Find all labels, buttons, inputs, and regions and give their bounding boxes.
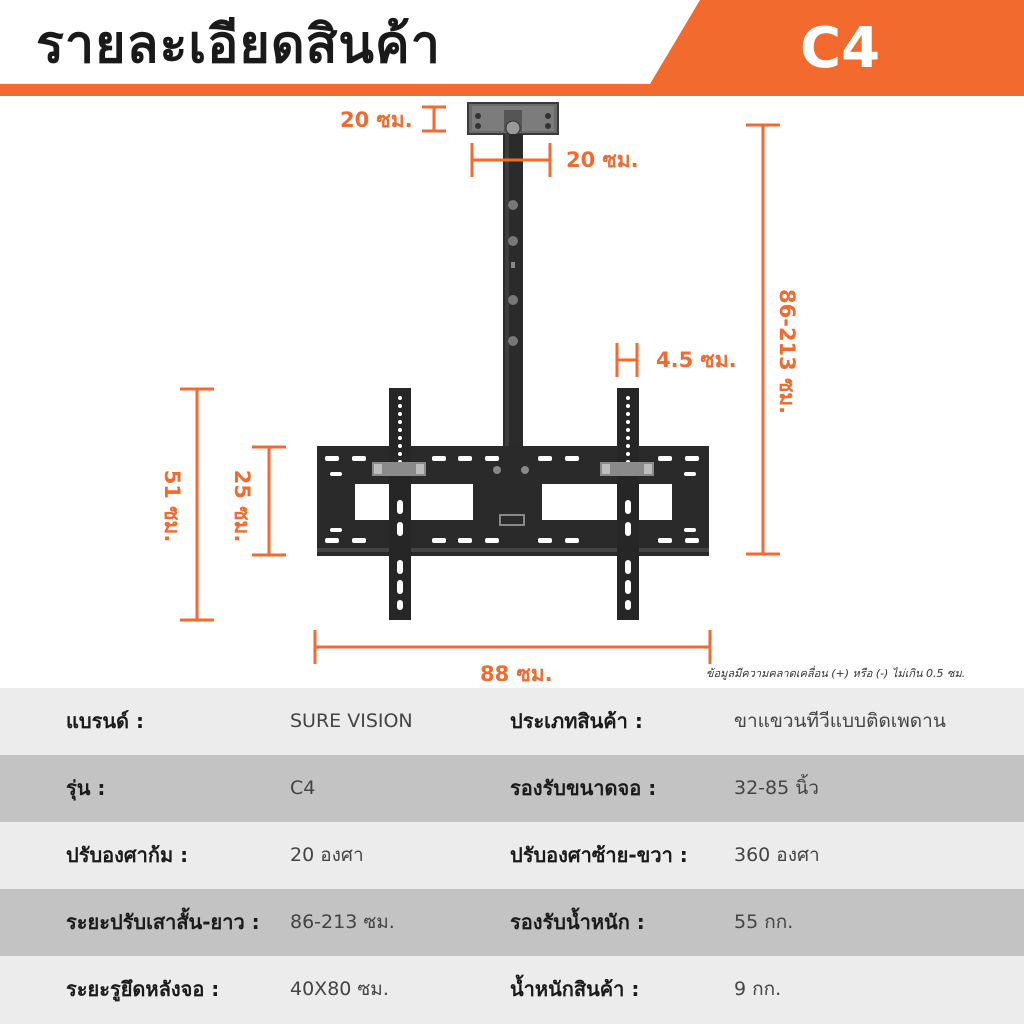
right-vertical-bracket bbox=[600, 388, 654, 620]
dim-pole-length: 86-213 ซม. bbox=[775, 289, 799, 415]
page-title: รายละเอียดสินค้า bbox=[36, 15, 441, 75]
spec-value: 32-85 นิ้ว bbox=[734, 777, 819, 799]
header: รายละเอียดสินค้า C4 bbox=[0, 0, 1024, 96]
dim-frame-height: 25 ซม. bbox=[230, 469, 254, 543]
dim-arm-depth: 4.5 ซม. bbox=[656, 348, 737, 372]
dim-total-height: 51 ซม. bbox=[160, 469, 184, 543]
spec-value: 55 กก. bbox=[734, 911, 794, 933]
spec-label: ปรับองศาก้ม : bbox=[66, 843, 189, 867]
spec-value: 40X80 ซม. bbox=[290, 978, 389, 1000]
spec-row: รุ่น : C4 รองรับขนาดจอ : 32-85 นิ้ว bbox=[0, 755, 1024, 822]
spec-row: ระยะปรับเสาสั้น-ยาว : 86-213 ซม. รองรับน… bbox=[0, 889, 1024, 956]
dimension-lines bbox=[180, 105, 780, 664]
model-code: C4 bbox=[800, 16, 881, 81]
spec-label: ปรับองศาซ้าย-ขวา : bbox=[510, 843, 688, 867]
spec-table: แบรนด์ : SURE VISION ประเภทสินค้า : ขาแข… bbox=[0, 688, 1024, 1024]
dim-total-width: 88 ซม. bbox=[480, 662, 553, 686]
spec-value: 360 องศา bbox=[734, 844, 820, 866]
spec-value: 20 องศา bbox=[290, 844, 364, 866]
spec-label: ประเภทสินค้า : bbox=[510, 709, 643, 733]
dim-plate-height: 20 ซม. bbox=[340, 108, 413, 132]
product-diagram: 20 ซม. 20 ซม. 86-213 ซม. 4.5 ซม. 51 ซม. … bbox=[0, 96, 1024, 686]
spec-row: แบรนด์ : SURE VISION ประเภทสินค้า : ขาแข… bbox=[0, 688, 1024, 755]
spec-label: ระยะปรับเสาสั้น-ยาว : bbox=[66, 910, 260, 934]
header-background bbox=[0, 0, 1024, 96]
spec-label: ระยะรูยึดหลังจอ : bbox=[66, 977, 220, 1001]
spec-label: รุ่น : bbox=[66, 776, 106, 800]
dim-plate-width: 20 ซม. bbox=[566, 148, 639, 172]
spec-row: ปรับองศาก้ม : 20 องศา ปรับองศาซ้าย-ขวา :… bbox=[0, 822, 1024, 889]
spec-value: C4 bbox=[290, 777, 316, 799]
spec-row: ระยะรูยึดหลังจอ : 40X80 ซม. น้ำหนักสินค้… bbox=[0, 956, 1024, 1024]
spec-label: น้ำหนักสินค้า : bbox=[510, 977, 640, 1001]
spec-value: 86-213 ซม. bbox=[290, 911, 395, 933]
spec-label: รองรับน้ำหนัก : bbox=[510, 910, 645, 934]
ceiling-plate bbox=[467, 102, 559, 136]
ceiling-mount-drawing bbox=[180, 102, 780, 664]
tolerance-note: ข้อมูลมีความคลาดเคลื่อน (+) หรือ (-) ไม่… bbox=[706, 667, 966, 680]
left-vertical-bracket bbox=[372, 388, 426, 620]
spec-value: 9 กก. bbox=[734, 978, 782, 1000]
spec-value: SURE VISION bbox=[290, 710, 413, 732]
spec-value: ขาแขวนทีวีแบบติดเพดาน bbox=[734, 710, 946, 732]
spec-label: แบรนด์ : bbox=[66, 709, 144, 733]
spec-label: รองรับขนาดจอ : bbox=[510, 776, 657, 800]
extension-pole bbox=[503, 134, 523, 446]
